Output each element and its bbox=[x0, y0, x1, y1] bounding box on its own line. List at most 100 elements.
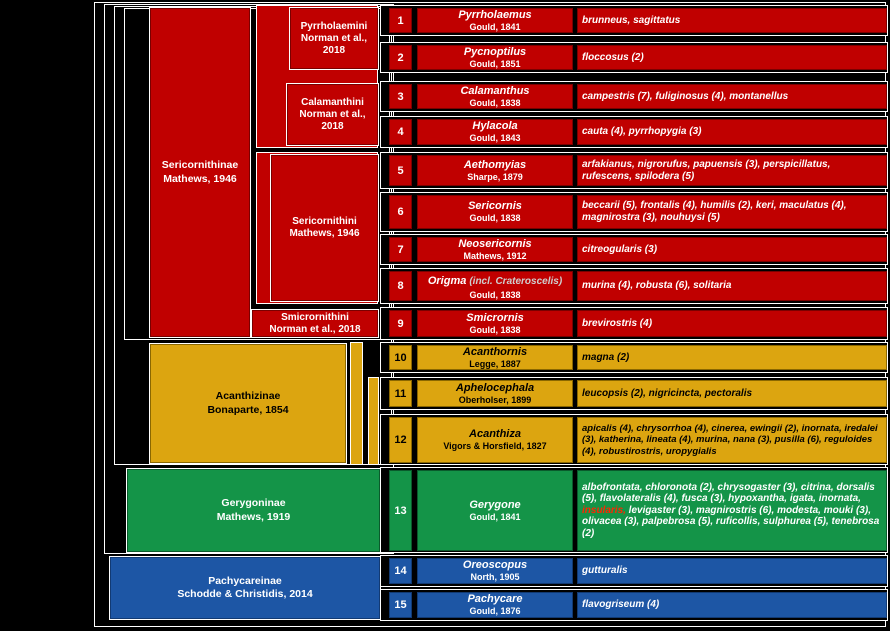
species-cell: gutturalis bbox=[577, 558, 887, 584]
row-number: 3 bbox=[389, 84, 412, 109]
species-list: cauta (4), pyrrhopygia (3) bbox=[582, 126, 702, 138]
species-list: arfakianus, nigrorufus, papuensis (3), p… bbox=[582, 158, 831, 182]
genus-cell: Smicrornis Gould, 1838 bbox=[417, 310, 573, 337]
subfamily-author: Mathews, 1919 bbox=[216, 510, 291, 523]
genus-author: Gould, 1876 bbox=[469, 606, 521, 617]
tribe-name: Calamanthini bbox=[301, 96, 364, 108]
genus-author: Gould, 1838 bbox=[469, 213, 521, 224]
genus-cell: Pachycare Gould, 1876 bbox=[417, 592, 573, 618]
species-extinct-insularis: insularis, bbox=[582, 504, 626, 516]
species-cell: floccosus (2) bbox=[577, 45, 887, 70]
genus-cell: Gerygone Gould, 1841 bbox=[417, 470, 573, 551]
row-number: 10 bbox=[389, 345, 412, 370]
species-cell: cauta (4), pyrrhopygia (3) bbox=[577, 119, 887, 145]
genus-name: Acanthornis bbox=[462, 345, 528, 358]
clade-acanthizinae-inner bbox=[350, 342, 363, 465]
subfamily-author: Mathews, 1946 bbox=[163, 172, 237, 185]
species-cell: albofrontata, chloronota (2), chrysogast… bbox=[577, 470, 887, 551]
genus-name: Origma bbox=[427, 275, 467, 288]
species-list: flavogriseum (4) bbox=[582, 599, 660, 611]
tribe-author: Mathews, 1946 bbox=[289, 228, 360, 239]
species-cell: arfakianus, nigrorufus, papuensis (3), p… bbox=[577, 155, 887, 186]
genus-name: Neosericornis bbox=[458, 237, 532, 250]
row-number: 5 bbox=[389, 155, 412, 186]
genus-name: Oreoscopus bbox=[462, 559, 528, 572]
species-list: apicalis (4), chrysorrhoa (4), cinerea, … bbox=[582, 423, 878, 457]
subfamily-author: Schodde & Christidis, 2014 bbox=[177, 588, 313, 600]
subfamily-sericornithinae: Sericornithinae Mathews, 1946 bbox=[150, 8, 250, 337]
row-number: 14 bbox=[389, 558, 412, 584]
species-cell: leucopsis (2), nigricincta, pectoralis bbox=[577, 380, 887, 407]
row-number: 13 bbox=[389, 470, 412, 551]
row-number: 9 bbox=[389, 310, 412, 337]
genus-cell: Neosericornis Mathews, 1912 bbox=[417, 237, 573, 262]
species-list: albofrontata, chloronota (2), chrysogast… bbox=[582, 481, 875, 505]
genus-name: Pyrrholaemus bbox=[458, 8, 532, 21]
tribe-smicrornithini: Smicrornithini Norman et al., 2018 bbox=[252, 310, 378, 337]
species-cell: flavogriseum (4) bbox=[577, 592, 887, 618]
tribe-name: Sericornithini bbox=[292, 216, 357, 227]
genus-author: Gould, 1851 bbox=[469, 58, 521, 69]
subfamily-name: Gerygoninae bbox=[221, 497, 286, 510]
genus-name: Aethomyias bbox=[463, 158, 527, 171]
genus-name: Hylacola bbox=[472, 120, 518, 133]
genus-author: Vigors & Horsfield, 1827 bbox=[443, 441, 547, 452]
genus-name: Pachycare bbox=[467, 593, 523, 606]
species-list: gutturalis bbox=[582, 565, 628, 577]
subfamily-name: Acanthizinae bbox=[215, 390, 281, 403]
species-list: brevirostris (4) bbox=[582, 317, 653, 329]
genus-cell: Acanthornis Legge, 1887 bbox=[417, 345, 573, 370]
genus-author: Legge, 1887 bbox=[469, 358, 521, 369]
species-cell: apicalis (4), chrysorrhoa (4), cinerea, … bbox=[577, 417, 887, 463]
genus-cell: Aphelocephala Oberholser, 1899 bbox=[417, 380, 573, 407]
genus-name-line: Origma(incl. Crateroscelis) bbox=[428, 271, 562, 290]
genus-name: Sericornis bbox=[468, 200, 522, 213]
genus-cell: Hylacola Gould, 1843 bbox=[417, 119, 573, 145]
tribe-author: Norman et al., 2018 bbox=[300, 32, 368, 56]
row-number: 6 bbox=[389, 195, 412, 229]
tribe-name: Pyrrholaemini bbox=[300, 20, 368, 32]
genus-author: Oberholser, 1899 bbox=[458, 394, 532, 405]
row-number: 2 bbox=[389, 45, 412, 70]
genus-cell: Acanthiza Vigors & Horsfield, 1827 bbox=[417, 417, 573, 463]
row-number: 7 bbox=[389, 237, 412, 262]
genus-author: Gould, 1843 bbox=[469, 133, 521, 144]
genus-cell: Pyrrholaemus Gould, 1841 bbox=[417, 8, 573, 33]
species-cell: campestris (7), fuliginosus (4), montane… bbox=[577, 84, 887, 109]
row-number: 11 bbox=[389, 380, 412, 407]
species-list: campestris (7), fuliginosus (4), montane… bbox=[582, 90, 789, 102]
row-number: 12 bbox=[389, 417, 412, 463]
genus-synonym-note: (incl. Crateroscelis) bbox=[469, 276, 563, 288]
genus-cell: Aethomyias Sharpe, 1879 bbox=[417, 155, 573, 186]
genus-author: Gould, 1838 bbox=[469, 324, 521, 335]
genus-name: Gerygone bbox=[469, 498, 521, 511]
species-list: brunneus, sagittatus bbox=[582, 14, 681, 26]
tribe-pyrrholaemini: Pyrrholaemini Norman et al., 2018 bbox=[290, 8, 378, 69]
genus-author: Gould, 1841 bbox=[469, 21, 521, 32]
species-list: leucopsis (2), nigricincta, pectoralis bbox=[582, 387, 753, 399]
genus-cell: Sericornis Gould, 1838 bbox=[417, 195, 573, 229]
genus-name: Pycnoptilus bbox=[463, 45, 527, 58]
subfamily-acanthizinae: Acanthizinae Bonaparte, 1854 bbox=[150, 344, 346, 463]
tribe-calamanthini: Calamanthini Norman et al., 2018 bbox=[287, 84, 378, 145]
genus-name: Calamanthus bbox=[460, 84, 530, 97]
species-list: levigaster (3), magnirostris (6), modest… bbox=[582, 504, 880, 539]
subfamily-author: Bonaparte, 1854 bbox=[207, 403, 289, 416]
row-number: 1 bbox=[389, 8, 412, 33]
species-list: beccarii (5), frontalis (4), humilis (2)… bbox=[582, 200, 847, 223]
subfamily-gerygoninae: Gerygoninae Mathews, 1919 bbox=[127, 469, 380, 552]
species-cell: magna (2) bbox=[577, 345, 887, 370]
tribe-author: Norman et al., 2018 bbox=[299, 108, 366, 132]
genus-cell: Oreoscopus North, 1905 bbox=[417, 558, 573, 584]
genus-name: Aphelocephala bbox=[455, 381, 535, 394]
genus-author: Gould, 1838 bbox=[469, 97, 521, 108]
genus-author: Gould, 1841 bbox=[469, 511, 521, 522]
species-cell: murina (4), robusta (6), solitaria bbox=[577, 271, 887, 301]
genus-name: Acanthiza bbox=[469, 428, 521, 441]
species-list: citreogularis (3) bbox=[582, 243, 658, 255]
genus-author: Sharpe, 1879 bbox=[467, 171, 523, 182]
genus-author: North, 1905 bbox=[470, 572, 520, 583]
row-number: 4 bbox=[389, 119, 412, 145]
row-number: 15 bbox=[389, 592, 412, 618]
